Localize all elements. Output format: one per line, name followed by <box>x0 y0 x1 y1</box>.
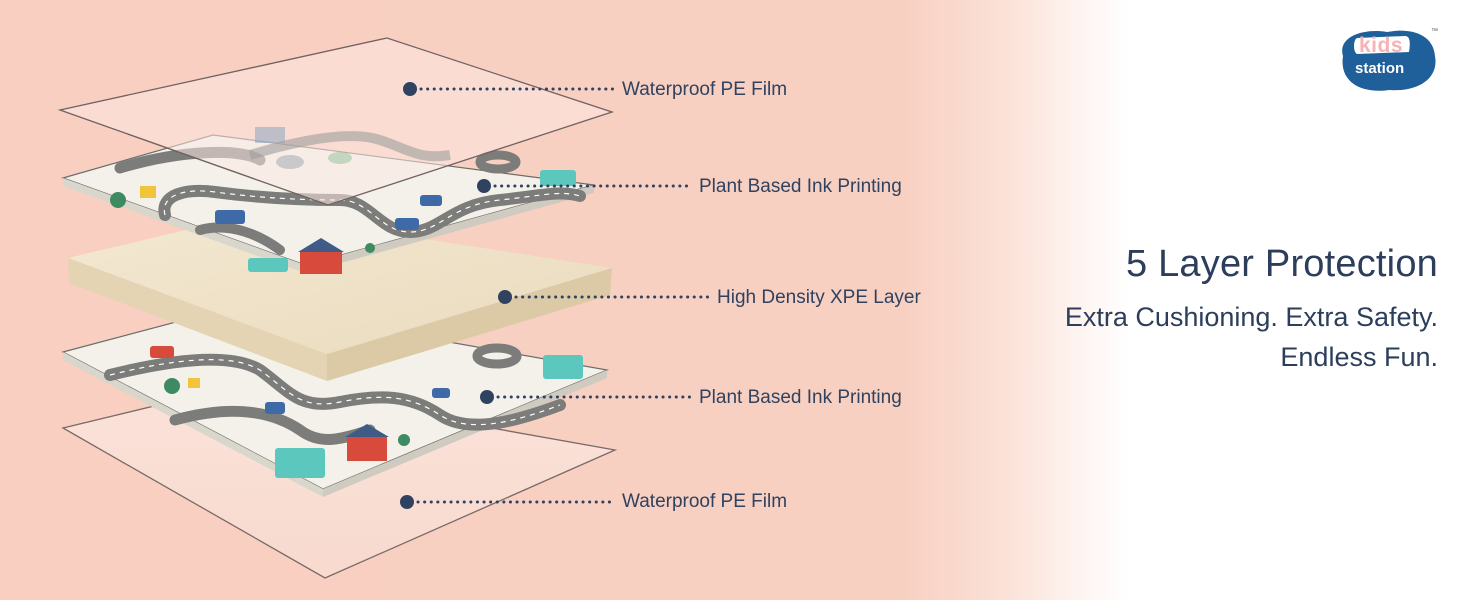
bottom-print-layer <box>61 304 610 497</box>
logo-word-kids: kids <box>1359 34 1404 57</box>
leader-ink-top <box>477 179 692 193</box>
leader-waterproof-bottom <box>400 495 614 509</box>
label-plant-based-ink-bottom: Plant Based Ink Printing <box>699 387 902 408</box>
label-plant-based-ink-top: Plant Based Ink Printing <box>699 176 902 197</box>
label-waterproof-pe-film-top: Waterproof PE Film <box>622 79 788 100</box>
leader-ink-bottom <box>480 390 692 404</box>
leader-waterproof-top <box>403 82 616 96</box>
promo-subline-2: Endless Fun. <box>1280 342 1438 372</box>
label-waterproof-pe-film-bottom: Waterproof PE Film <box>622 491 788 512</box>
top-pe-film <box>57 37 615 206</box>
logo-trademark: ™ <box>1431 28 1438 35</box>
brand-logo: kids station ™ <box>1335 26 1439 96</box>
promo-heading: 5 Layer Protection <box>1126 243 1438 285</box>
promo-subline-1: Extra Cushioning. Extra Safety. <box>1064 302 1438 332</box>
logo-word-station: station <box>1355 60 1405 77</box>
label-high-density-xpe: High Density XPE Layer <box>717 287 921 308</box>
xpe-foam-layer <box>68 213 612 381</box>
leader-xpe <box>498 290 710 304</box>
logo-badge-shape <box>1342 30 1436 91</box>
